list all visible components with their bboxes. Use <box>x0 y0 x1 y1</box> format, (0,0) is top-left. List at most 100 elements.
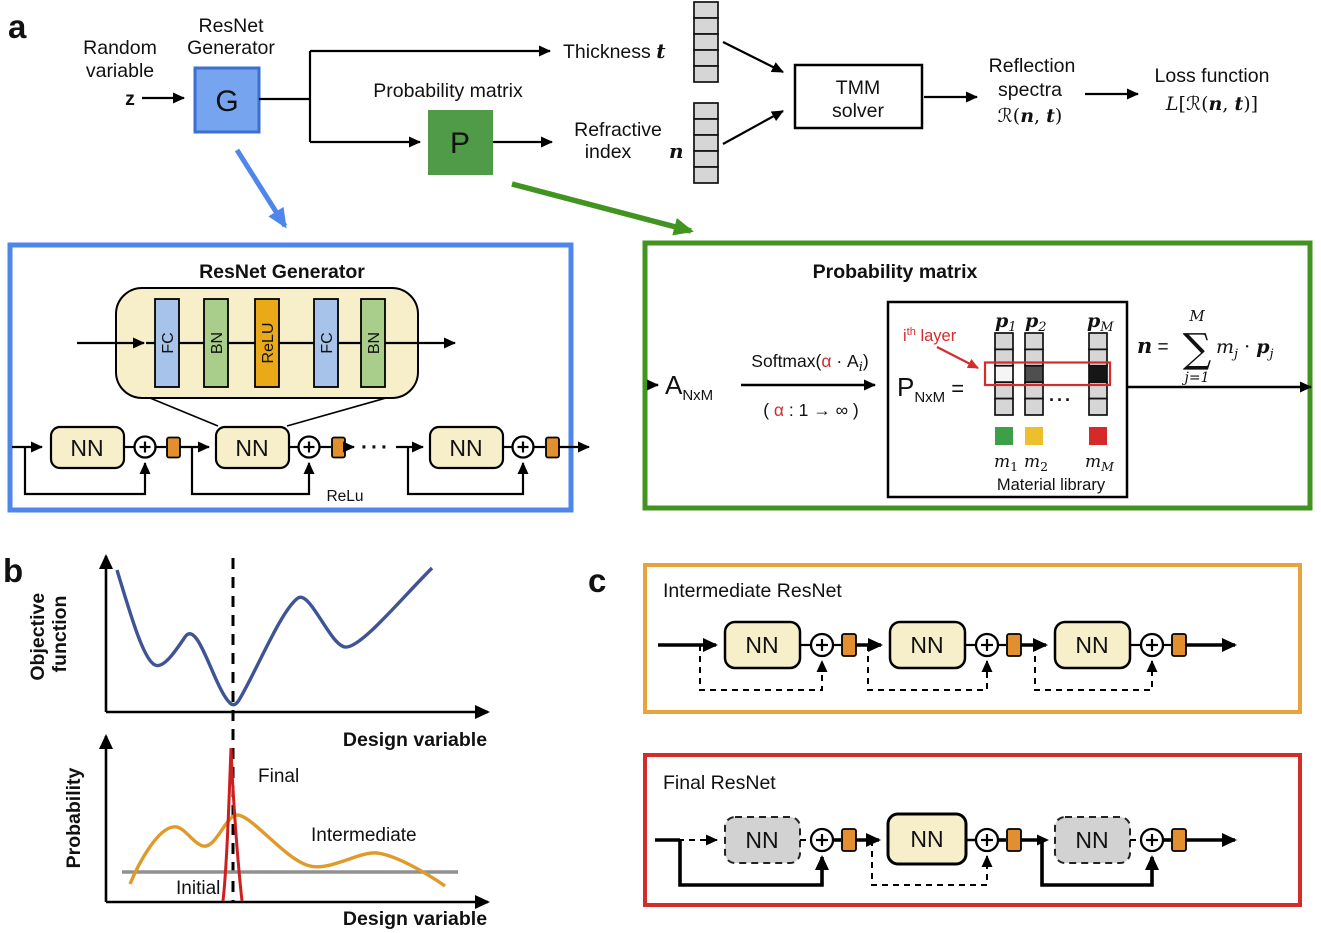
relu-annotation: ReLu <box>326 488 363 505</box>
final-distribution-spike <box>221 747 244 902</box>
material-library: m1 m2 m M Material library <box>994 427 1115 494</box>
relu-block <box>1006 828 1022 852</box>
formula-terms: mj · pj <box>1216 336 1274 362</box>
random-variable-line1: Random <box>83 37 157 59</box>
relu-block <box>841 828 857 852</box>
random-variable-line2: variable <box>86 60 154 82</box>
material-library-label: Material library <box>997 476 1106 494</box>
stack-cell <box>693 102 719 120</box>
nn-label: NN <box>745 632 778 658</box>
dashed-skip-connection <box>871 840 993 886</box>
m-sub: j <box>1231 347 1238 362</box>
inactive-nn-block <box>724 816 801 864</box>
alpha-range-label: ( α : 1 → ∞ ) <box>763 400 859 420</box>
softmax-label: Softmax(α · Ai) <box>751 351 868 375</box>
relu-block <box>1006 633 1022 657</box>
softmax-close: ) <box>863 351 869 371</box>
p-sub: j <box>1266 347 1273 362</box>
funnel-line-left <box>149 397 219 427</box>
ith-i: i <box>903 327 907 345</box>
t-var: t <box>1046 105 1055 127</box>
nn-label: NN <box>910 632 943 658</box>
resnet-generator-caption-line2: Generator <box>187 37 275 59</box>
nn-label: NN <box>1075 632 1108 658</box>
blue-callout-arrow <box>234 148 288 229</box>
ellipsis: ··· <box>1049 390 1073 410</box>
comma: , <box>1034 105 1046 127</box>
index-stack <box>693 102 719 184</box>
intermediate-resnet-title: Intermediate ResNet <box>663 580 842 602</box>
matrix-cell <box>1024 332 1044 351</box>
dot-operator: · <box>1238 336 1256 358</box>
intermediate-distribution-curve <box>128 813 446 888</box>
relu-bar <box>254 298 280 388</box>
pM-column-label: pM <box>1087 310 1114 335</box>
m1-label: m1 <box>994 452 1018 474</box>
alpha-range: : 1 → ∞ ) <box>784 400 859 420</box>
legend-initial: Initial <box>176 878 220 899</box>
inactive-nn-block <box>1054 816 1131 864</box>
objective-plot: Objective function Design variable <box>27 554 490 751</box>
ith-rest: layer <box>916 327 957 345</box>
ith-layer-label: ith layer <box>903 326 957 345</box>
layer-bars: FC BN ReLU FC BN <box>154 298 386 388</box>
m2-label: m2 <box>1024 452 1048 474</box>
matrix-cell <box>994 397 1014 416</box>
probability-detail-title: Probability matrix <box>813 261 978 283</box>
nn-label: NN <box>235 435 268 461</box>
nn-label: NN <box>910 826 943 852</box>
generator-g-letter: G <box>215 85 238 118</box>
stack-cell <box>693 17 719 35</box>
stack-cell <box>693 49 719 67</box>
nn-label: NN <box>70 435 103 461</box>
p-sub: 1 <box>1008 320 1016 335</box>
p-var: p <box>1256 336 1270 358</box>
relu-block <box>166 436 181 459</box>
panel-b-label: b <box>3 552 23 589</box>
objective-xlabel: Design variable <box>343 729 487 751</box>
dashed-skip-connection <box>699 645 828 691</box>
index-var: n <box>669 139 684 163</box>
thickness-var: t <box>656 39 666 63</box>
tmm-solver-box <box>793 63 924 130</box>
stack-cell <box>693 65 719 83</box>
equals: = <box>945 376 964 401</box>
dashed-skip-connection <box>867 645 993 691</box>
n-var: n <box>1209 93 1223 115</box>
a-matrix: ANxM <box>665 370 713 404</box>
matrix-cell <box>1088 397 1108 416</box>
intermediate-resnet: Intermediate ResNet NN NN NN <box>643 563 1302 714</box>
probability-detail-box <box>642 240 1313 511</box>
equals: = <box>1152 337 1168 358</box>
fc-bar <box>313 298 339 388</box>
matrix-cell-selected <box>1088 364 1108 384</box>
matrix-cell-selected <box>1024 364 1044 384</box>
p-var: p <box>1025 310 1039 332</box>
paren: ) <box>1055 105 1062 127</box>
softmax-subscript: i <box>859 360 863 375</box>
alpha-symbol: α <box>774 400 784 420</box>
panel-a-label: a <box>8 8 27 45</box>
mixture-formula: n = M ∑ j=1 mj · pj <box>1137 307 1274 386</box>
m-var: m <box>1216 336 1234 358</box>
resnet-detail-title: ResNet Generator <box>199 261 365 283</box>
m-sub: M <box>1100 459 1115 474</box>
fc-bar-label: FC <box>160 332 177 353</box>
stack-cell-highlight <box>693 134 719 152</box>
matrix-cell <box>994 332 1014 351</box>
stack-cell <box>693 150 719 168</box>
loss-expression: L[ℛ(n, t)] <box>1165 93 1258 115</box>
stack-cell <box>693 1 719 19</box>
reflection-expression: ℛ(n, t) <box>998 105 1063 127</box>
matrix-cell <box>1088 332 1108 351</box>
skip-connection <box>406 447 529 496</box>
m-var: m <box>1024 452 1040 472</box>
dashed-skip-connection <box>1034 645 1158 691</box>
script-r: ℛ( <box>998 105 1021 127</box>
probability-p-letter: P <box>450 127 470 160</box>
formula-lhs: n = <box>1137 333 1169 358</box>
legend-final: Final <box>258 766 299 787</box>
reflection-line2: spectra <box>998 79 1062 101</box>
legend-intermediate: Intermediate <box>311 825 417 846</box>
